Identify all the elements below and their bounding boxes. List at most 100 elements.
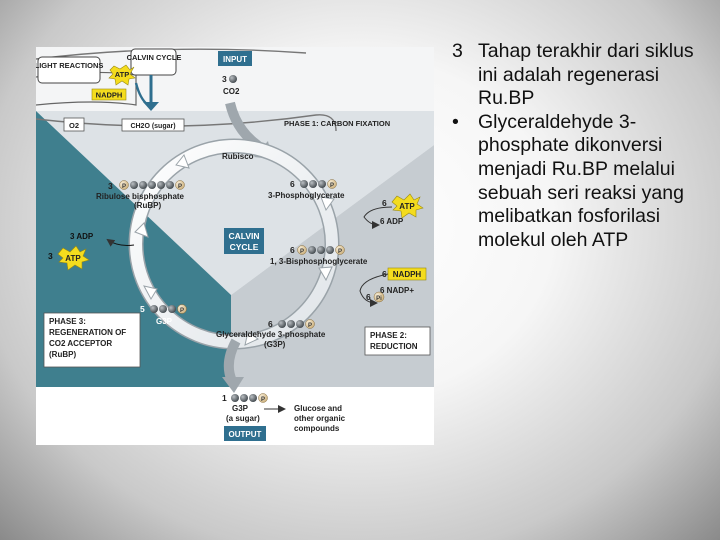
co2-molecule-icon [229, 75, 237, 83]
membrane-bottom [36, 114, 337, 132]
ring-arrow-left-lower [143, 285, 158, 301]
output-phosphate [258, 393, 268, 403]
output-count: 1 [222, 393, 227, 403]
phase3-line2: REGENERATION OF [49, 328, 126, 337]
g3p6-abbr: (G3P) [264, 340, 286, 349]
nadph-small-label: NADPH [96, 91, 123, 100]
ring-arrow-left [134, 222, 149, 238]
output-arrowhead [222, 377, 244, 393]
p-symbol: P [261, 397, 265, 403]
atp-burst-right [391, 193, 424, 219]
co2-label: CO2 [223, 87, 240, 96]
pi-count: 6 [366, 292, 371, 302]
input-label: INPUT [223, 55, 247, 64]
bullet-item: • Glyceraldehyde 3-phosphate dikonversi … [452, 111, 714, 253]
atp-left-label: ATP [65, 254, 81, 263]
g3p6-phosphate [305, 319, 315, 329]
o2-label: O2 [69, 121, 79, 130]
bpg-carbon-2 [317, 246, 325, 254]
ring-arrow-bottom [244, 331, 259, 346]
calvin-center-line2: CYCLE [230, 242, 259, 252]
rubp-phosphate-right [175, 180, 185, 190]
bullet-text: Tahap terakhir dari siklus ini adalah re… [478, 40, 694, 110]
pga-count: 6 [290, 179, 295, 189]
g3p-left-chain: 5 P [140, 304, 187, 314]
phase1-label: PHASE 1: CARBON FIXATION [284, 119, 390, 128]
g3p6-carbon-3 [296, 320, 304, 328]
g3p6-count: 6 [268, 319, 273, 329]
phase1-region [36, 111, 434, 295]
rubp-phosphate-left [119, 180, 129, 190]
atp-in-count: 6 [382, 198, 387, 208]
g3p6-carbon-2 [287, 320, 295, 328]
pga-carbon-2 [309, 180, 317, 188]
ring-arrow-top-left [175, 154, 190, 169]
rubp-carbon-4 [157, 181, 165, 189]
phase3-box [43, 312, 141, 368]
atp-consume-arrow [363, 206, 393, 229]
p-symbol: P [338, 249, 342, 255]
phase3-line3: CO2 ACCEPTOR [49, 339, 112, 348]
pga-carbon-1 [300, 180, 308, 188]
p-symbol: P [300, 249, 304, 255]
ring-arrow-right-upper [320, 196, 335, 212]
nadph-consume-arrow [359, 273, 389, 307]
bpg-carbon-3 [326, 246, 334, 254]
rubp-molecule-chain: 3 P P [108, 180, 185, 191]
rubisco-label: Rubisco [222, 152, 254, 161]
g3p-left-name: G3P [156, 317, 173, 326]
pga-name: 3-Phosphoglycerate [268, 191, 345, 200]
cycle-direction-arrows [134, 154, 335, 346]
adp-left-label: 3 ADP [70, 232, 94, 241]
g3p6-chain: 6 P [268, 319, 315, 329]
g3p-left-phosphate [177, 304, 187, 314]
nadph-count: 6 [382, 269, 387, 279]
nadph-right-label: NADPH [393, 270, 422, 279]
g3p-left-carbon-1 [150, 305, 158, 313]
bullet-text: Glyceraldehyde 3-phosphate dikonversi me… [478, 110, 684, 251]
output-label: OUTPUT [229, 430, 262, 439]
rubp-carbon-2 [139, 181, 147, 189]
g3p-left-carbon-3 [168, 305, 176, 313]
adp-out-label: 6 ADP [380, 217, 404, 226]
input-box [218, 51, 252, 66]
rubp-carbon-1 [130, 181, 138, 189]
phase2-line1: PHASE 2: [370, 331, 407, 340]
output-carbon-3 [249, 394, 257, 402]
rubp-name: Ribulose bisphosphate [96, 192, 185, 201]
pga-molecule-chain: 6 P [290, 179, 337, 189]
ch2o-box [121, 118, 185, 132]
output-g3p-label: G3P [232, 404, 249, 413]
bullet-list: 3 Tahap terakhir dari siklus ini adalah … [452, 40, 714, 252]
p-symbol: P [330, 183, 334, 189]
g3p6-carbon-1 [278, 320, 286, 328]
glucose-line1: Glucose and [294, 404, 342, 413]
pi-phosphate-icon [373, 291, 385, 303]
atp-small-label: ATP [115, 70, 129, 79]
rubp-carbon-5 [166, 181, 174, 189]
atp-burst-small [108, 64, 136, 86]
atp-right-label: ATP [399, 202, 415, 211]
calvin-cycle-top-label: CALVIN CYCLE [127, 53, 182, 62]
bpg-phosphate-left [297, 245, 307, 255]
calvin-cycle-figure: LIGHT REACTIONS CALVIN CYCLE ATP NADPH O… [36, 47, 434, 445]
bullet-item: 3 Tahap terakhir dari siklus ini adalah … [452, 40, 714, 111]
bullet-marker: • [452, 110, 459, 133]
p-symbol: P [308, 323, 312, 329]
glucose-line2: other organic [294, 414, 346, 423]
p-symbol: P [122, 184, 126, 190]
p-symbol: P [178, 184, 182, 190]
rubp-abbr: (RuBP) [134, 201, 161, 210]
bpg-molecule-chain: 6 P P [290, 245, 345, 255]
nadph-box-small [91, 88, 127, 101]
p-symbol: P [180, 308, 184, 314]
output-g3p-chain: 1 P [222, 393, 268, 403]
ch2o-label: CH2O (sugar) [130, 123, 175, 130]
co2-count: 3 [222, 74, 227, 84]
calvin-center-line1: CALVIN [228, 231, 259, 241]
pga-phosphate [327, 179, 337, 189]
atp-left-count: 3 [48, 251, 53, 261]
calvin-cycle-top-box [130, 48, 177, 76]
bullet-marker: 3 [452, 40, 463, 62]
